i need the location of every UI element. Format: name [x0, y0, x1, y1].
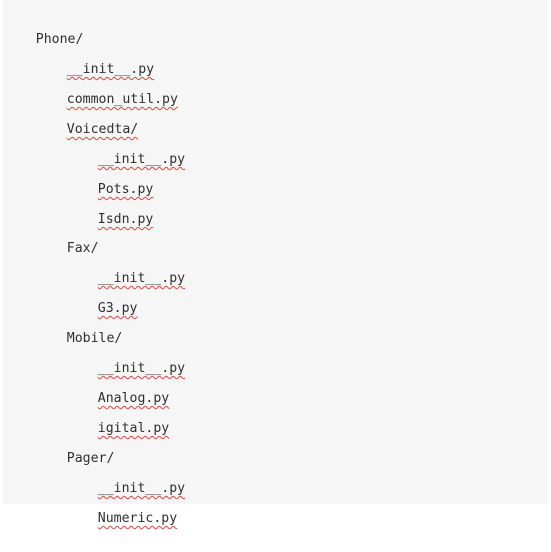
tree-line-pager-folder: Pager/ [3, 426, 115, 466]
tree-line-mobile-folder: Mobile/ [3, 306, 123, 346]
file-label-common-util: common_util.py [66, 92, 178, 107]
file-label-init: __init__.py [97, 361, 186, 376]
file-label-init: __init__.py [97, 271, 186, 286]
folder-label-fax: Fax/ [66, 241, 99, 256]
tree-line-g3: G3.py [3, 276, 138, 316]
file-label-igital: igital.py [97, 421, 170, 436]
file-tree-code-block: Phone/ __init__.py common_util.py Voiced… [3, 0, 548, 526]
file-label-analog: Analog.py [97, 391, 170, 406]
tree-line-igital: igital.py [3, 396, 169, 436]
file-label-init: __init__.py [97, 152, 186, 167]
tree-line-mobile-init: __init__.py [3, 336, 185, 376]
folder-label-mobile: Mobile/ [66, 331, 123, 346]
file-label-numeric: Numeric.py [97, 511, 178, 526]
tree-line-phone-folder: Phone/ [3, 7, 84, 47]
tree-line-pager-init: __init__.py [3, 456, 185, 496]
tree-line-numeric: Numeric.py [3, 486, 177, 526]
tree-line-phone-init: __init__.py [3, 37, 154, 77]
file-label-g3: G3.py [97, 301, 138, 316]
file-label-init: __init__.py [66, 62, 155, 77]
tree-line-pots: Pots.py [3, 157, 154, 197]
folder-label-voicedta: Voicedta/ [66, 122, 139, 137]
file-label-pots: Pots.py [97, 182, 154, 197]
file-label-isdn: Isdn.py [97, 212, 154, 227]
tree-line-voicedta-folder: Voicedta/ [3, 97, 138, 137]
tree-line-fax-folder: Fax/ [3, 216, 99, 256]
folder-label-phone: Phone/ [35, 32, 84, 47]
tree-line-fax-init: __init__.py [3, 246, 185, 286]
tree-line-common-util: common_util.py [3, 67, 178, 107]
folder-label-pager: Pager/ [66, 451, 115, 466]
tree-line-isdn: Isdn.py [3, 187, 154, 227]
file-label-init: __init__.py [97, 481, 186, 496]
tree-line-voicedta-init: __init__.py [3, 127, 185, 167]
tree-line-analog: Analog.py [3, 366, 169, 406]
